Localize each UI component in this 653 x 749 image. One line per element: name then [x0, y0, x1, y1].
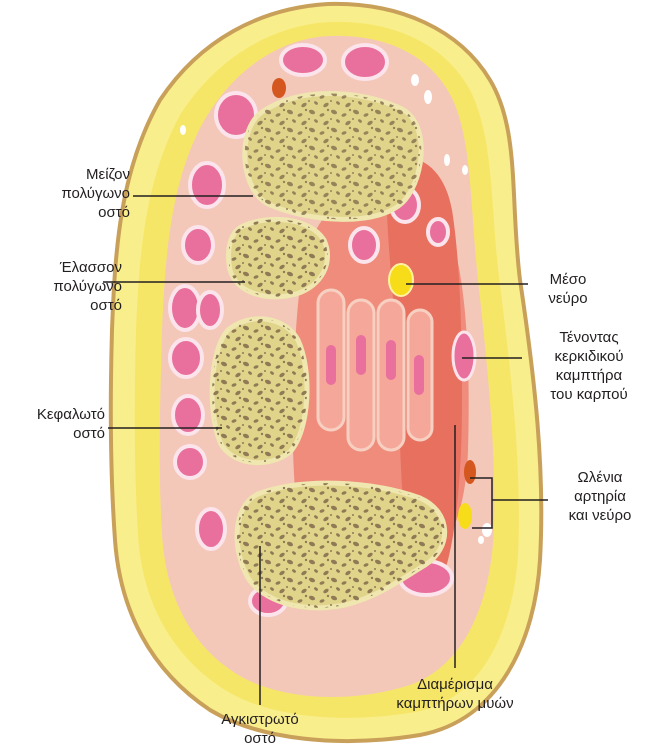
label-median-nerve: Μέσο νεύρο	[538, 270, 598, 308]
radial-artery	[272, 78, 286, 98]
bone-capitate	[212, 319, 307, 463]
label-lesser-multangular: Έλασσον πολύγωνο οστό	[53, 258, 122, 315]
label-fcr-tendon: Τένοντας κερκιδικού καμπτήρα του καρπού	[525, 328, 653, 404]
bone-lesser-multangular	[229, 219, 328, 296]
median-nerve	[389, 264, 413, 296]
label-hamate: Αγκιστρωτό οστό	[200, 710, 320, 748]
label-greater-multangular: Μείζον πολύγωνο οστό	[61, 165, 130, 222]
ulnar-nerve	[458, 503, 472, 529]
ulnar-artery	[464, 460, 476, 484]
label-flexor-compartment: Διαμέρισμα καμπτήρων μυών	[375, 675, 535, 713]
fcr-tendon-oval	[453, 332, 475, 380]
label-ulnar-artery-nerve: Ωλένια αρτηρία και νεύρο	[550, 468, 650, 525]
label-capitate: Κεφαλωτό οστό	[37, 405, 105, 443]
bone-greater-multangular	[245, 94, 421, 220]
